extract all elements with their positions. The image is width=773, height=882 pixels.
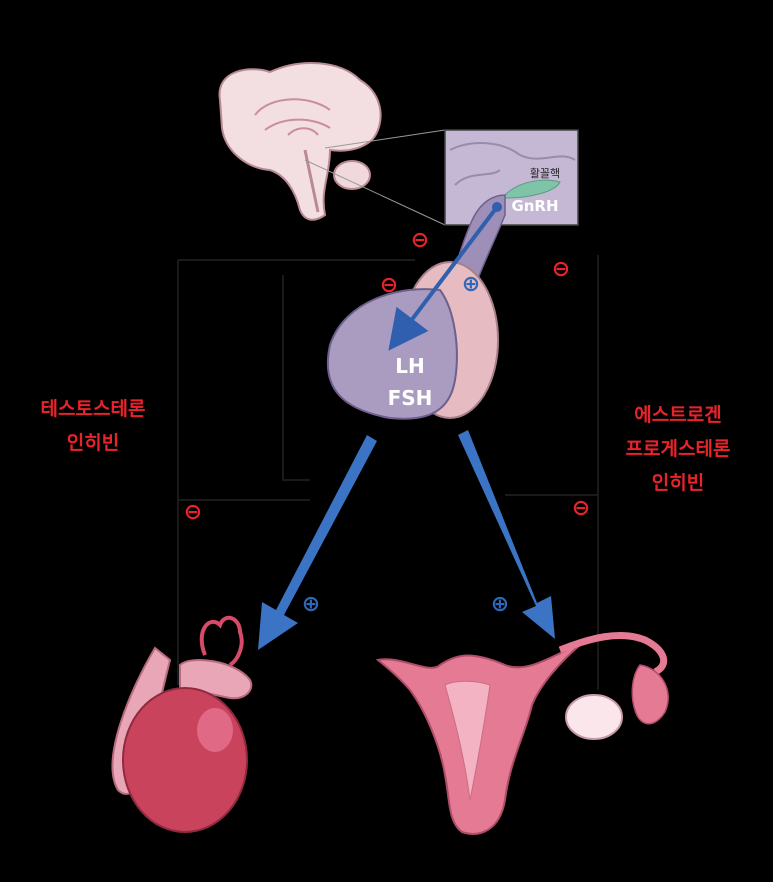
arrow-to-testis xyxy=(258,435,377,650)
female-hormone-2: 프로게스테론 xyxy=(625,438,731,460)
inhibit-sign-female-top: ⊖ xyxy=(551,257,571,282)
nucleus-label: 활꼴핵 xyxy=(529,167,561,180)
stimulate-sign-gnrh: ⊕ xyxy=(461,272,481,297)
fsh-label: FSH xyxy=(387,386,433,410)
gnrh-label: GnRH xyxy=(511,197,559,215)
arrow-to-ovary xyxy=(458,430,555,639)
feedback-lines xyxy=(177,255,599,690)
female-hormone-1: 에스트로겐 xyxy=(634,404,722,426)
testis-icon xyxy=(111,615,253,833)
gnrh-dot xyxy=(492,202,502,212)
female-hormones-label: 에스트로겐 프로게스테론 인히빈 xyxy=(598,398,758,500)
stimulate-sign-ovary: ⊕ xyxy=(490,592,510,617)
male-hormone-1: 테스토스테론 xyxy=(40,398,146,420)
gnrh-arrow xyxy=(388,205,499,351)
female-hormone-3: 인히빈 xyxy=(651,472,705,494)
fallopian-tube xyxy=(558,631,668,676)
hypothalamus-inset xyxy=(444,129,579,226)
lh-label: LH xyxy=(395,354,425,378)
inhibit-sign-female-lower: ⊖ xyxy=(571,496,591,521)
inhibit-sign-hypothalamus: ⊖ xyxy=(410,228,430,253)
male-hormone-2: 인히빈 xyxy=(66,432,120,454)
inset-lines xyxy=(304,129,446,226)
inhibit-sign-male-lower: ⊖ xyxy=(183,500,203,525)
male-hormones-label: 테스토스테론 인히빈 xyxy=(18,392,168,460)
inhibit-sign-pituitary: ⊖ xyxy=(379,273,399,298)
brain-icon xyxy=(218,62,382,221)
uterus-icon xyxy=(375,644,581,835)
ovary-icon xyxy=(565,694,623,740)
stimulate-sign-testis: ⊕ xyxy=(301,592,321,617)
fimbriae xyxy=(631,664,669,725)
